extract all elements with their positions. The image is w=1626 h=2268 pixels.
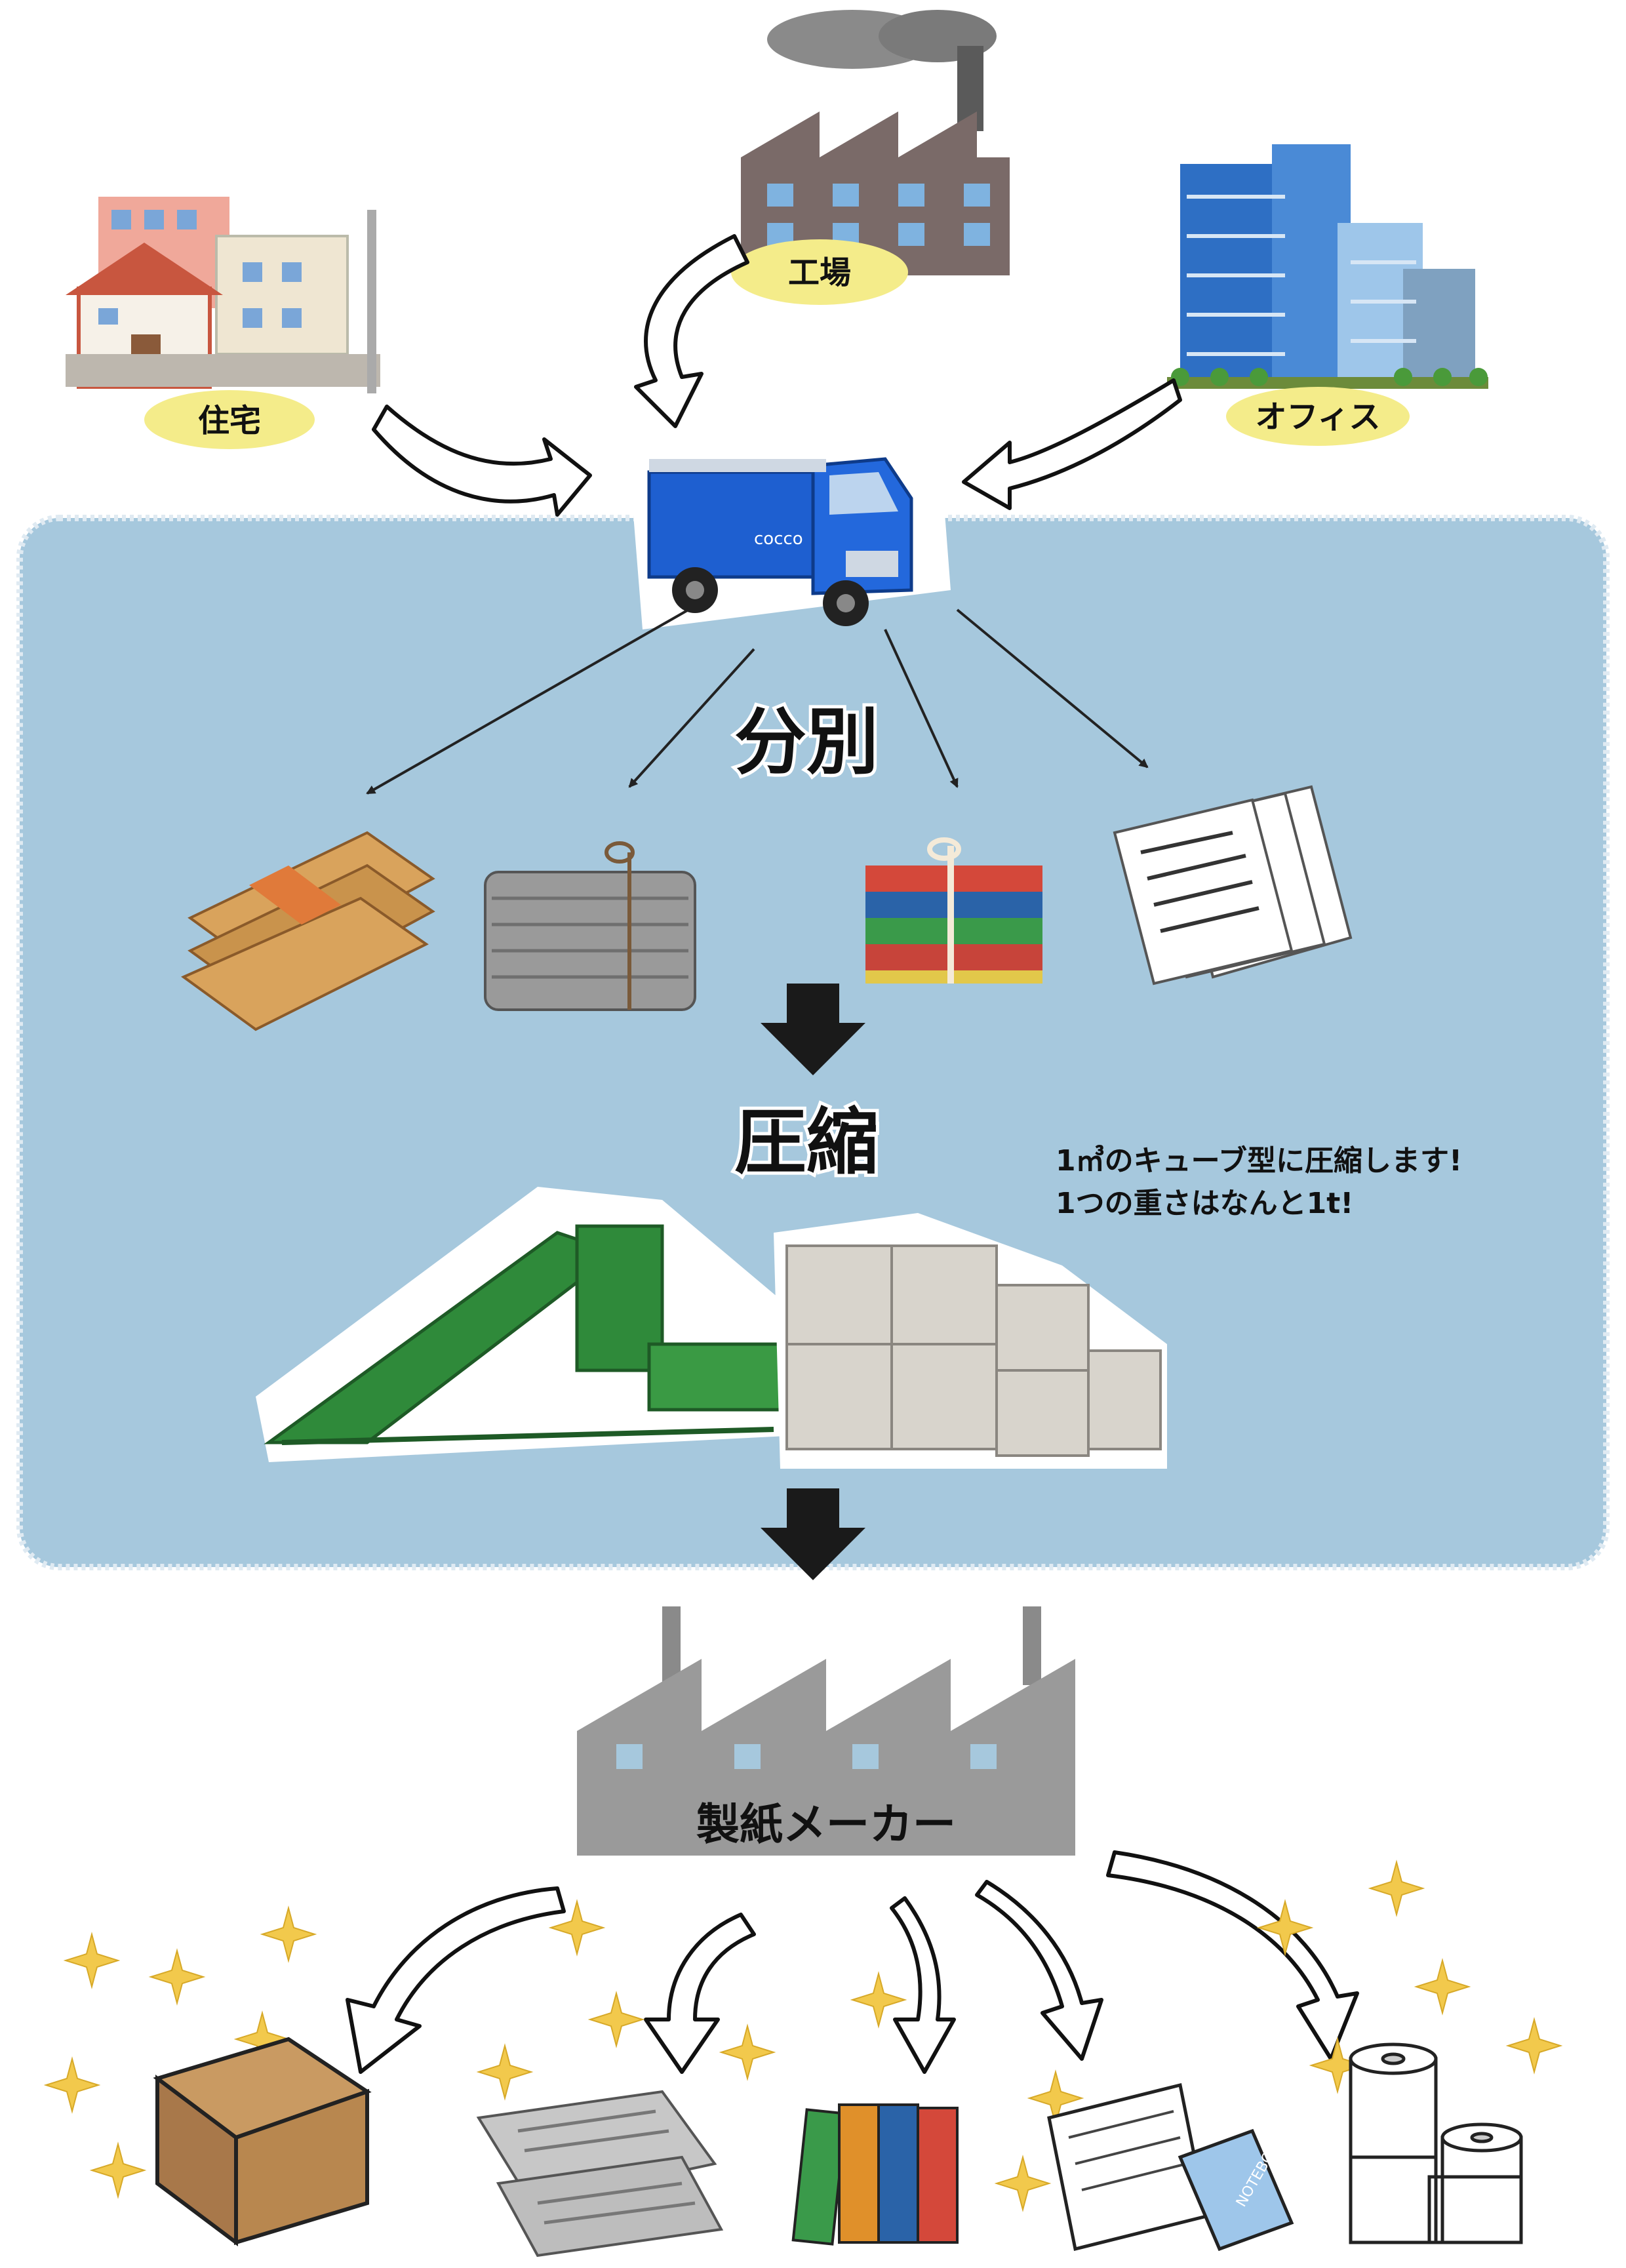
- paper-maker-factory-illustration: [577, 1606, 1075, 1856]
- arrow-to-books: [890, 1896, 956, 2074]
- baler-machine-photo: [256, 1187, 787, 1462]
- house-illustration: [66, 197, 380, 393]
- collection-truck: [629, 420, 951, 629]
- compress-note-line1: 1㎥のキューブ型に圧縮します!: [1056, 1144, 1462, 1178]
- down-arrow-to-paper-maker: [761, 1488, 865, 1580]
- cardboard-stack-illustration: [181, 831, 435, 1031]
- paper-maker-label: 製紙メーカー: [696, 1799, 956, 1850]
- arrow-truck-to-books: [884, 629, 959, 788]
- arrow-house-to-truck: [372, 405, 592, 517]
- factory-illustration: [741, 10, 1010, 275]
- office-illustration: [1167, 144, 1488, 389]
- office-label: オフィス: [1255, 399, 1380, 435]
- office-label-badge: [1226, 387, 1410, 446]
- arrow-factory-to-truck: [634, 234, 749, 428]
- books-product: [791, 2103, 959, 2246]
- arrow-to-cardboard-box: [346, 1886, 566, 2074]
- house-label: 住宅: [198, 403, 261, 439]
- book-bundle-illustration: [865, 837, 1042, 984]
- arrow-to-toilet-paper: [1106, 1850, 1359, 2061]
- cardboard-box-product: [153, 2037, 372, 2246]
- arrow-truck-to-cardboard: [366, 608, 689, 795]
- arrow-truck-to-newspaper: [628, 648, 755, 788]
- house-label-badge: [144, 390, 315, 449]
- sort-step-title: 分別: [734, 700, 879, 784]
- notebook-product: [1047, 2082, 1294, 2252]
- compress-step-title: 圧縮: [734, 1100, 879, 1184]
- documents-stack-illustration: [1113, 785, 1353, 985]
- arrow-to-newspaper: [644, 1913, 756, 2074]
- arrow-truck-to-documents: [956, 608, 1149, 768]
- factory-label-badge: [731, 239, 908, 305]
- compress-note-line2: 1つの重さはなんと1t!: [1056, 1187, 1353, 1220]
- arrow-office-to-truck: [962, 378, 1182, 510]
- toilet-paper-product: [1349, 2042, 1523, 2244]
- down-arrow-to-compress: [761, 984, 865, 1075]
- arrow-to-notebook: [975, 1880, 1103, 2061]
- compressed-bales-photo: [774, 1213, 1167, 1469]
- factory-label: 工場: [788, 254, 851, 291]
- newspaper-bundle-illustration: [484, 841, 696, 1011]
- newspaper-product: [476, 2090, 724, 2258]
- truck-brand-logo: cocco: [754, 529, 803, 549]
